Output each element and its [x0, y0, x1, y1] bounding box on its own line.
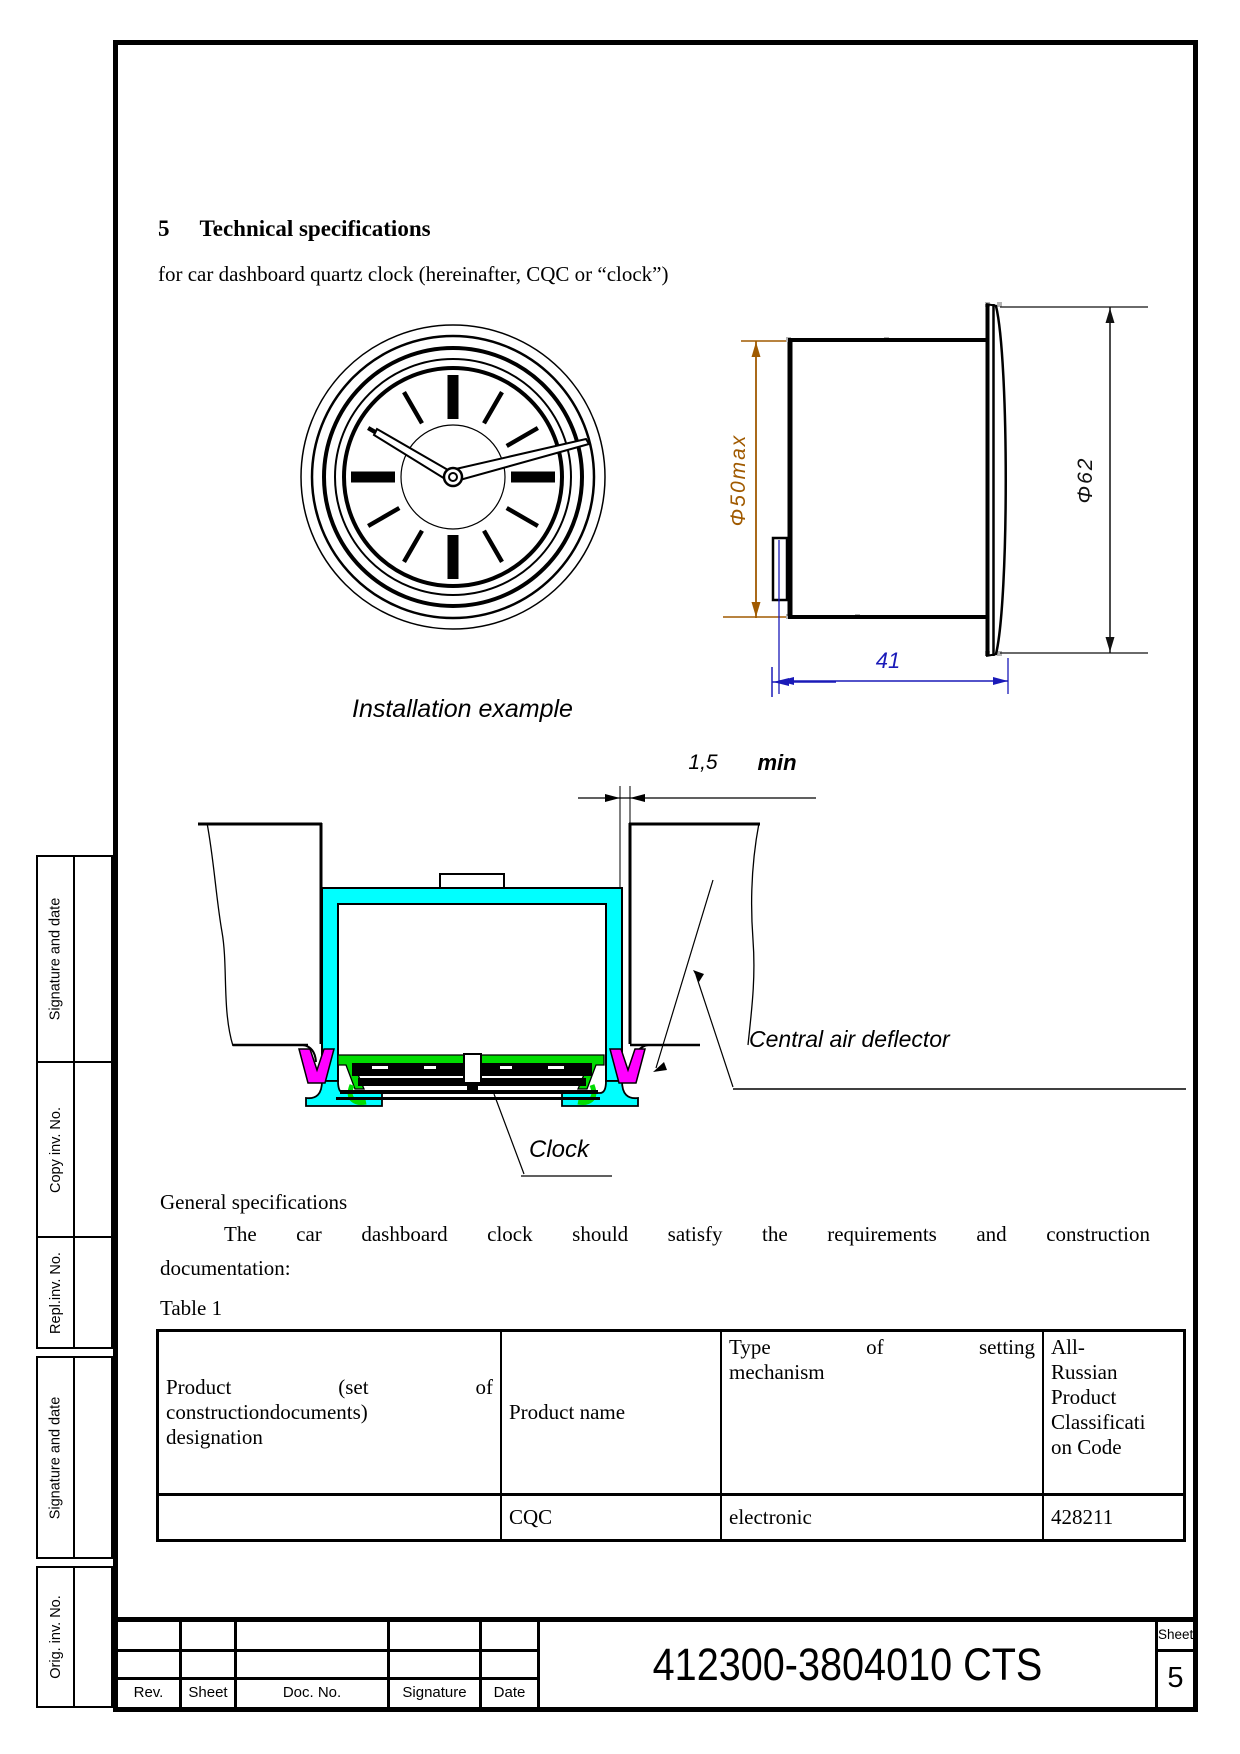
page-frame — [113, 40, 1198, 1712]
spec-table: Product (set of constructiondocuments) d… — [156, 1329, 1186, 1542]
header-line: designation — [166, 1425, 263, 1449]
installation-caption: Installation example — [352, 695, 573, 723]
stamp-label-box: Copy inv. No. — [38, 1063, 75, 1236]
cad-grip-marks — [786, 302, 1002, 656]
dim-phi50: Φ50max — [723, 340, 786, 618]
header-line: Russian — [1051, 1360, 1118, 1384]
header-line: Classificati — [1051, 1410, 1146, 1434]
dim-phi62: Φ62 — [1000, 306, 1148, 654]
header-line: Product name — [509, 1400, 626, 1424]
stamp-label-box: Signature and date — [38, 857, 75, 1061]
header-line: Product — [1051, 1385, 1117, 1409]
titleblock-top-line — [113, 1617, 1198, 1622]
header-line: on Code — [1051, 1435, 1122, 1459]
header-line: Type of setting — [729, 1335, 1035, 1359]
stamp-label-box: Signature and date — [38, 1358, 75, 1557]
table-header-code: All- Russian Product Classificati on Cod… — [1044, 1332, 1183, 1496]
sheet-label: Sheet — [1158, 1627, 1194, 1642]
blue-annotation-mark — [771, 667, 836, 697]
dim-41: 41 — [778, 540, 1009, 694]
stamp-label: Signature and date — [47, 1396, 64, 1519]
dim-gap: 1,5 min — [578, 750, 816, 890]
stamp-cell: Repl.inv. No. — [36, 1236, 113, 1349]
section-heading: 5 Technical specifications — [158, 216, 431, 242]
stamp-label: Orig. inv. No. — [47, 1595, 64, 1679]
paragraph-line1: The car dashboard clock should satisfy t… — [224, 1222, 1150, 1246]
general-heading: General specifications — [160, 1190, 348, 1214]
table-cell-designation — [159, 1496, 502, 1539]
header-line: All- — [1051, 1335, 1085, 1359]
table-cell-product-name: CQC — [502, 1496, 722, 1539]
header-line: mechanism — [729, 1360, 825, 1384]
section-number: 5 — [158, 216, 170, 241]
clock-ticks — [351, 375, 555, 579]
setting-stem — [463, 1053, 482, 1084]
deflector-label: Central air deflector — [749, 1026, 950, 1052]
table-header-designation: Product (set of constructiondocuments) d… — [159, 1332, 502, 1496]
dim-41-label: 41 — [876, 648, 900, 673]
table-caption: Table 1 — [160, 1296, 223, 1320]
clock-hands — [372, 427, 591, 488]
dashboard-panels — [198, 822, 760, 1063]
stamp-label: Repl.inv. No. — [47, 1251, 64, 1334]
dim-phi50-label: Φ50max — [727, 434, 750, 527]
dim-gap-value: 1,5 — [688, 751, 718, 774]
stamp-label-box: Orig. inv. No. — [38, 1568, 75, 1706]
clock-front-view-drawing — [300, 324, 606, 630]
dim-phi62-label: Φ62 — [1074, 457, 1097, 504]
connector — [771, 536, 789, 602]
titleblock-label-date: Date — [493, 1684, 526, 1701]
sheet-number: 5 — [1167, 1662, 1184, 1694]
subtitle: for car dashboard quartz clock (hereinaf… — [158, 262, 669, 286]
stamp-cell: Signature and date — [36, 855, 113, 1063]
stamp-cell: Copy inv. No. — [36, 1061, 113, 1238]
titleblock: Rev. Sheet Doc. No. Signature Date 41230… — [118, 1622, 1193, 1707]
stamp-label: Copy inv. No. — [47, 1106, 64, 1193]
titleblock-label-sheet: Sheet — [188, 1684, 228, 1701]
table-cell-mechanism: electronic — [722, 1496, 1044, 1539]
clip-left — [298, 1048, 335, 1084]
stamp-sidebar: Signature and date Copy inv. No. Repl.in… — [36, 855, 113, 1712]
stamp-cell: Orig. inv. No. — [36, 1566, 113, 1708]
titleblock-label-rev: Rev. — [133, 1684, 164, 1701]
dim-gap-unit: min — [757, 750, 796, 775]
installation-drawing: 1,5 min — [198, 667, 1186, 1177]
clock-body-outline — [771, 303, 1007, 657]
housing-top-tab — [439, 873, 505, 889]
stamp-label: Signature and date — [47, 897, 64, 1021]
paragraph-line2: documentation: — [160, 1256, 291, 1280]
clock-label: Clock — [529, 1136, 590, 1163]
stamp-cell: Signature and date — [36, 1356, 113, 1559]
table-cell-code: 428211 — [1051, 1505, 1114, 1529]
header-line: constructiondocuments) — [166, 1400, 368, 1424]
stamp-label-box: Repl.inv. No. — [38, 1238, 75, 1347]
table-header-product-name: Product name — [502, 1332, 722, 1496]
clip-right — [609, 1048, 646, 1084]
header-line: Product (set of — [166, 1375, 493, 1399]
titleblock-label-signature: Signature — [402, 1684, 467, 1701]
titleblock-label-doc-no: Doc. No. — [282, 1684, 342, 1701]
leader-lines — [493, 879, 1186, 1177]
section-title: Technical specifications — [199, 216, 431, 241]
clock-side-view-drawing: Φ50max Φ62 41 — [723, 302, 1148, 694]
doc-number: 412300-3804010 CTS — [652, 1639, 1043, 1690]
table-header-mechanism: Type of setting mechanism — [722, 1332, 1044, 1496]
housing-cyan — [321, 887, 623, 1082]
